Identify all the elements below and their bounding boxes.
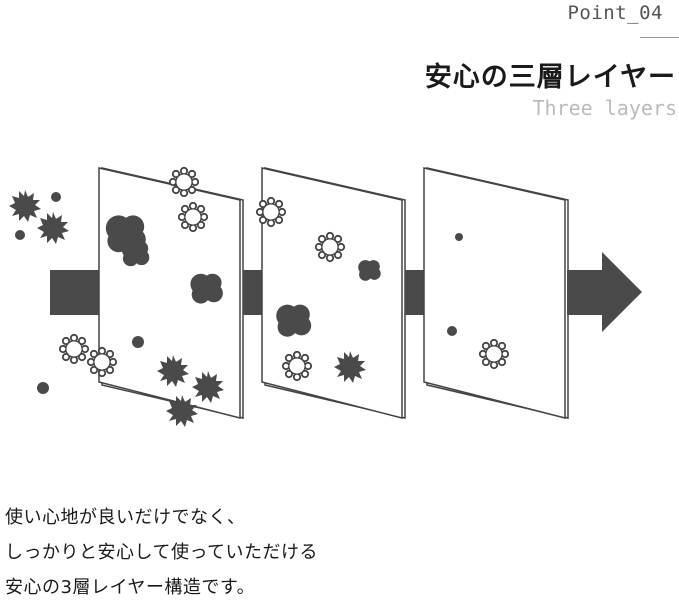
three-layer-diagram <box>9 166 642 427</box>
arrow-icon <box>567 252 642 332</box>
virus-icon <box>314 231 346 263</box>
description-line: 使い心地が良いだけでなく、 <box>5 507 246 528</box>
virus-icon <box>86 346 118 378</box>
description-text: 使い心地が良いだけでなく、 しっかりと安心して使っていただける 安心の3層レイヤ… <box>5 500 318 605</box>
dust-icon <box>447 326 457 336</box>
point-underline <box>640 37 679 38</box>
pollen-icon <box>276 304 312 337</box>
virus-icon <box>281 350 313 382</box>
virus-icon <box>177 201 209 233</box>
germ-icon <box>9 190 41 222</box>
germ-icon <box>37 212 69 244</box>
point-label: Point_04 <box>567 2 663 24</box>
dust-icon <box>132 336 144 348</box>
pollen-icon <box>190 273 223 304</box>
dust-icon <box>51 192 61 202</box>
pollen-icon <box>358 260 381 281</box>
layer-panel-2 <box>261 167 406 419</box>
virus-icon <box>168 166 200 198</box>
layer-panel-3 <box>423 167 569 419</box>
page-title: 安心の三層レイヤー <box>424 62 676 93</box>
dust-icon <box>15 230 25 240</box>
pollen-icon <box>121 240 150 267</box>
dust-icon <box>455 233 463 241</box>
dust-icon <box>37 382 49 394</box>
description-line: しっかりと安心して使っていただける <box>5 542 319 563</box>
virus-icon <box>255 196 287 228</box>
description-line: 安心の3層レイヤー構造です。 <box>5 577 256 598</box>
virus-icon <box>478 338 510 370</box>
page-subtitle: Three layers <box>532 96 678 120</box>
virus-icon <box>58 333 90 365</box>
